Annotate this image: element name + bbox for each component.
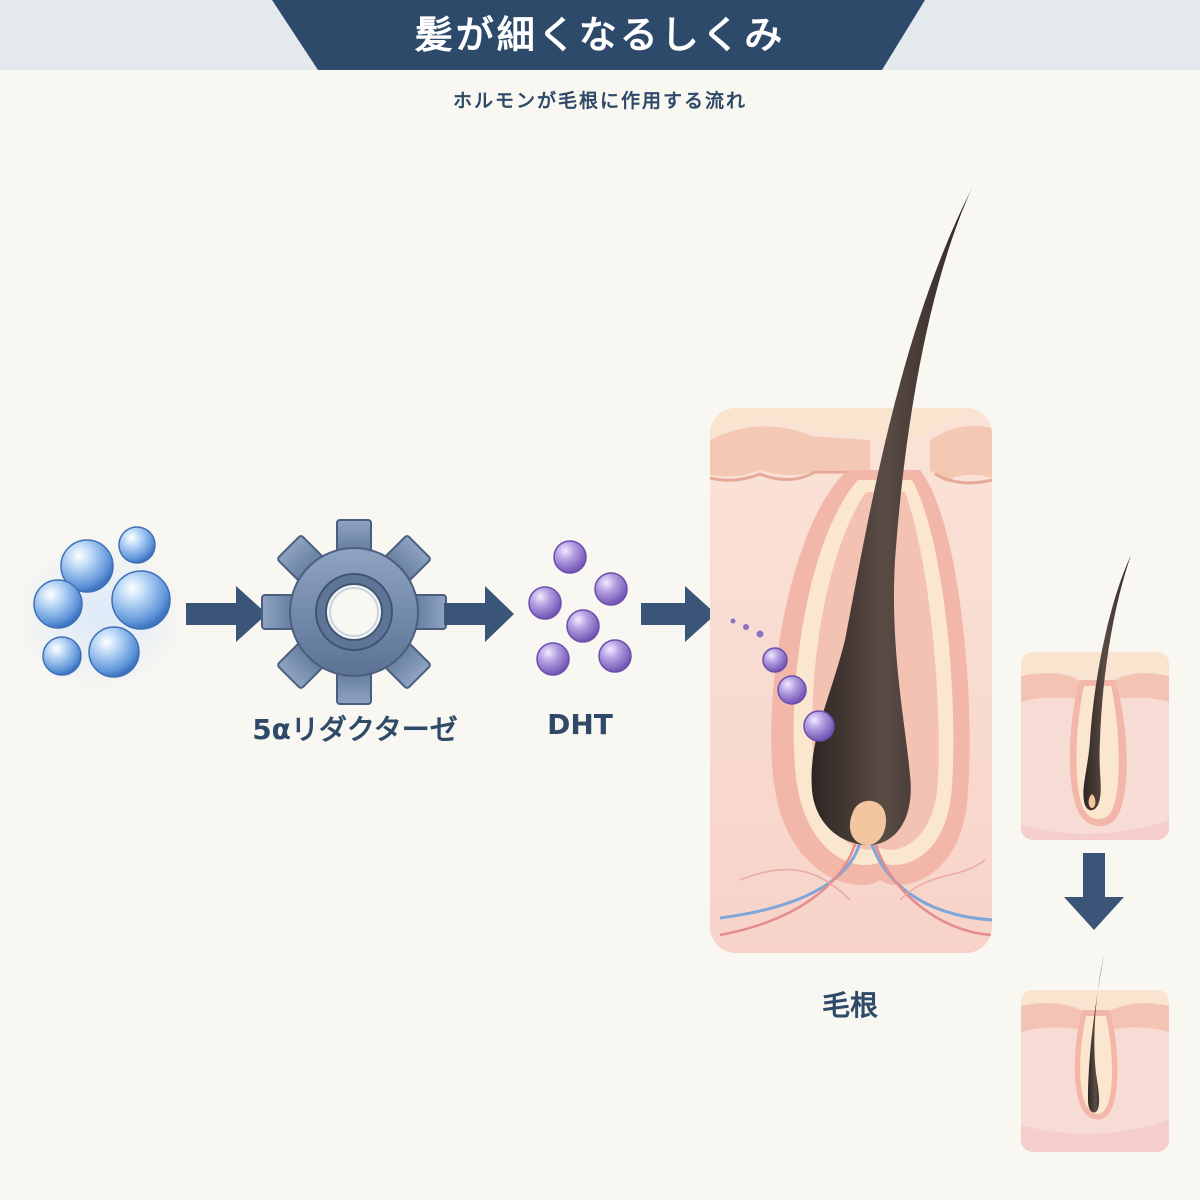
title-banner <box>272 0 925 70</box>
dht-label: DHT <box>547 708 613 741</box>
hair-follicle-cross-section <box>710 188 992 953</box>
enzyme-label: 5αリダクターゼ <box>252 713 458 746</box>
gear-icon <box>261 519 447 705</box>
thinning-follicle-stage-1 <box>1021 555 1169 840</box>
thinning-follicle-stage-2 <box>1021 955 1169 1152</box>
dht-sphere-cluster <box>528 540 632 676</box>
page-subtitle: ホルモンが毛根に作用する流れ <box>452 90 747 112</box>
hormone-sphere-cluster <box>10 526 190 695</box>
right-arrow-icon <box>186 586 267 642</box>
hair-root-label: 毛根 <box>821 989 878 1022</box>
right-arrow-icon <box>641 586 716 642</box>
down-arrow-icon <box>1064 853 1124 930</box>
right-arrow-icon <box>444 586 514 642</box>
dht-particle-trail <box>730 618 835 742</box>
page-title: 髪が細くなるしくみ <box>414 13 786 57</box>
